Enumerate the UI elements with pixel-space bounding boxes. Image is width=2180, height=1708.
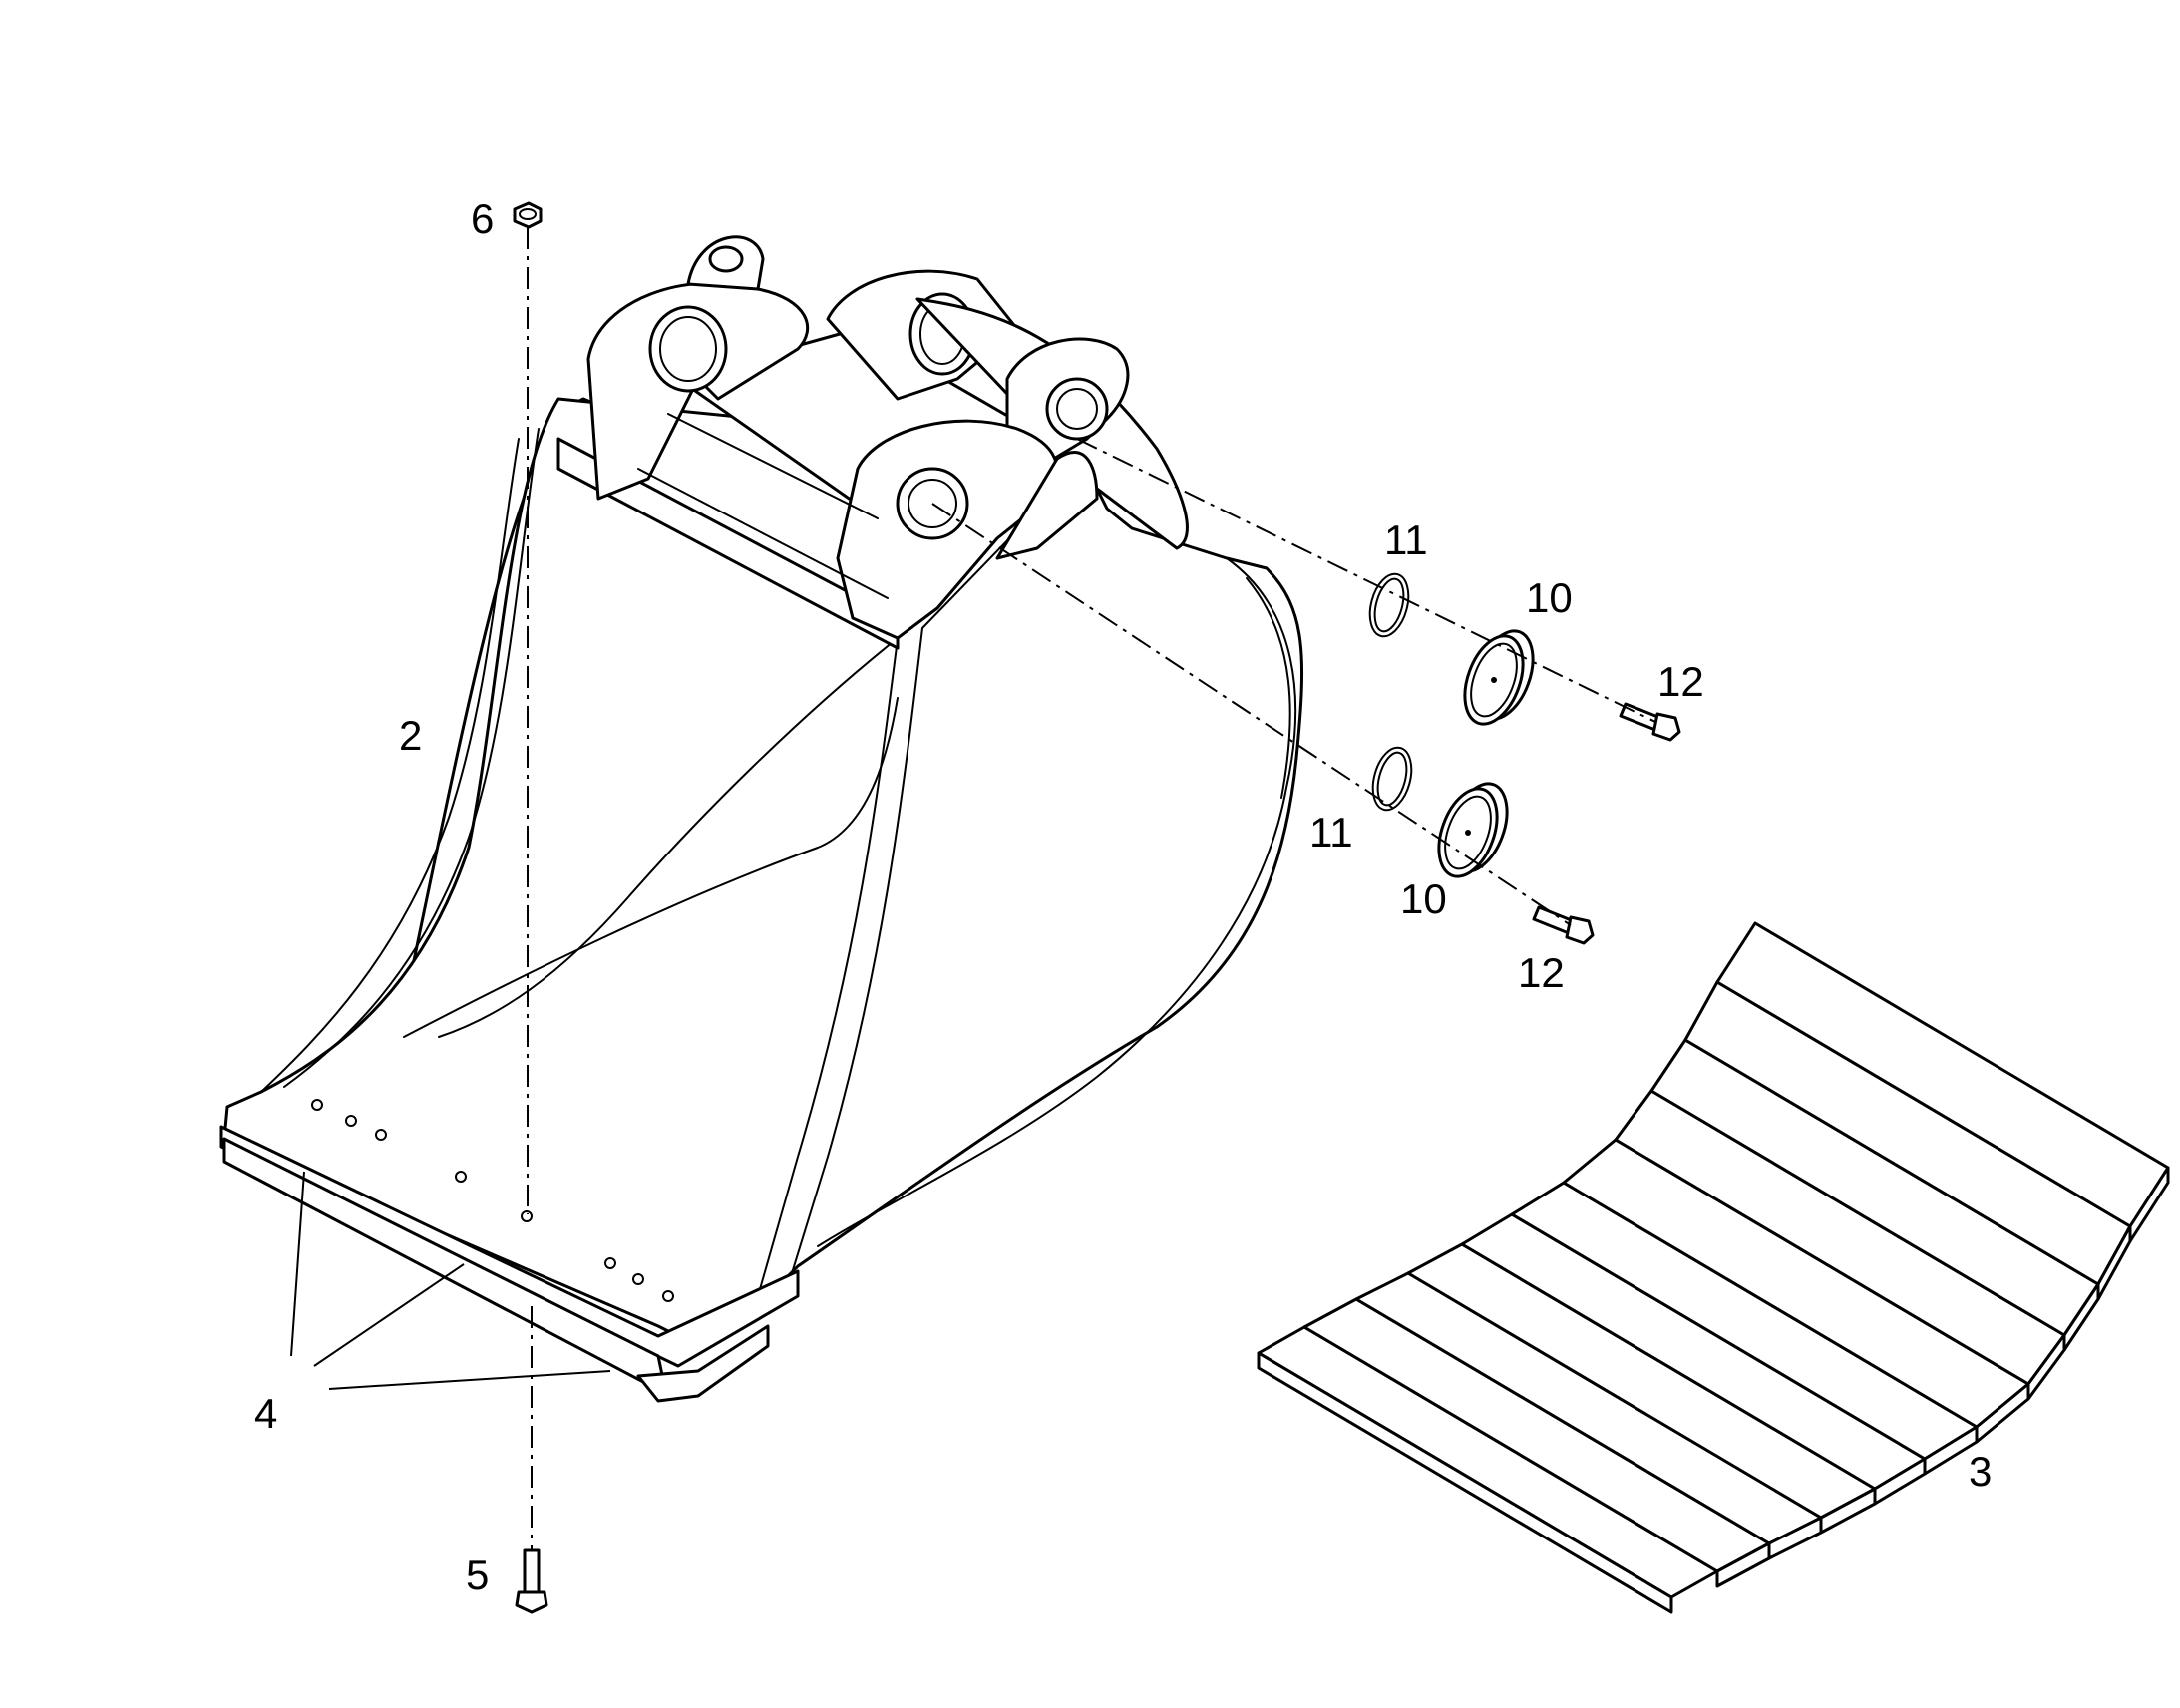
retaining-ring-lower [1371, 746, 1413, 812]
bolt-holes [311, 1099, 674, 1302]
bolt-bottom [515, 1548, 548, 1614]
callout-10-lower: 10 [1400, 875, 1447, 922]
callout-11-upper: 11 [1384, 516, 1428, 563]
callout-3: 3 [1969, 1448, 1992, 1495]
callout-11-lower: 11 [1309, 809, 1353, 855]
cover-disk-upper [1463, 629, 1535, 726]
callout-5: 5 [466, 1551, 489, 1598]
hinge-bracket-assembly [556, 235, 1189, 650]
screw-lower [1532, 905, 1595, 945]
cover-disk-lower [1437, 782, 1509, 878]
callout-labels: 6 2 4 5 11 10 12 11 10 12 3 [254, 195, 1992, 1598]
callout-12-upper: 12 [1657, 658, 1704, 705]
callout-2: 2 [399, 712, 422, 759]
callout-4: 4 [254, 1390, 277, 1437]
bolt-top-nut [513, 201, 543, 229]
bucket-body [219, 397, 1304, 1403]
callout-10-upper: 10 [1526, 574, 1573, 621]
callout-12-lower: 12 [1518, 949, 1565, 996]
leader-lines [290, 1171, 611, 1390]
wear-strips [1257, 921, 2170, 1614]
retaining-ring-upper [1368, 572, 1410, 638]
callout-6: 6 [471, 195, 494, 242]
centerlines [527, 227, 1656, 1550]
